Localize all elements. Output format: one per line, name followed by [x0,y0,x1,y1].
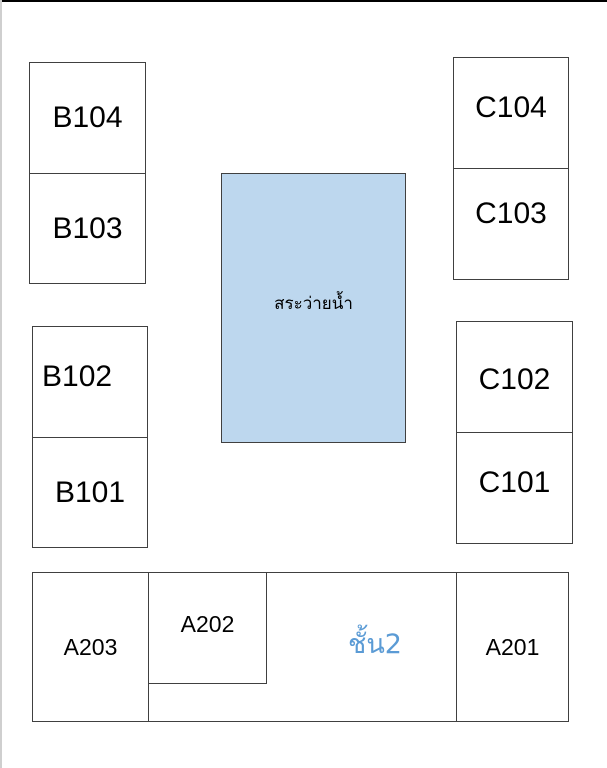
room-b102: B102 [32,326,148,438]
swimming-pool: สระว่ายน้ำ [221,173,406,443]
room-c103-label: C103 [475,197,547,230]
room-a203-label: A203 [63,633,118,660]
room-b104-label: B104 [52,101,123,134]
room-b103: B103 [29,173,146,284]
room-b101-label: B101 [54,475,126,509]
room-c102: C102 [456,321,573,433]
room-c102-label: C102 [478,363,551,396]
swimming-pool-label: สระว่ายน้ำ [274,294,353,314]
room-a201: A201 [456,572,569,722]
room-b101: B101 [32,437,148,548]
floor-2-label: ชั้น2 [348,629,402,660]
left-border-line [0,0,2,768]
room-b103-label: B103 [52,211,123,245]
room-a202-label: A202 [180,610,235,637]
room-a201-label: A201 [485,633,540,660]
room-c103: C103 [453,168,569,280]
room-a202: A202 [148,572,267,684]
room-b104: B104 [29,62,146,174]
room-a203: A203 [32,572,149,722]
room-c104-label: C104 [475,91,547,124]
room-b102-label: B102 [42,360,113,393]
top-border-line [0,0,607,2]
room-c101: C101 [456,432,573,544]
room-c101-label: C101 [478,466,551,499]
room-c104: C104 [453,57,569,169]
